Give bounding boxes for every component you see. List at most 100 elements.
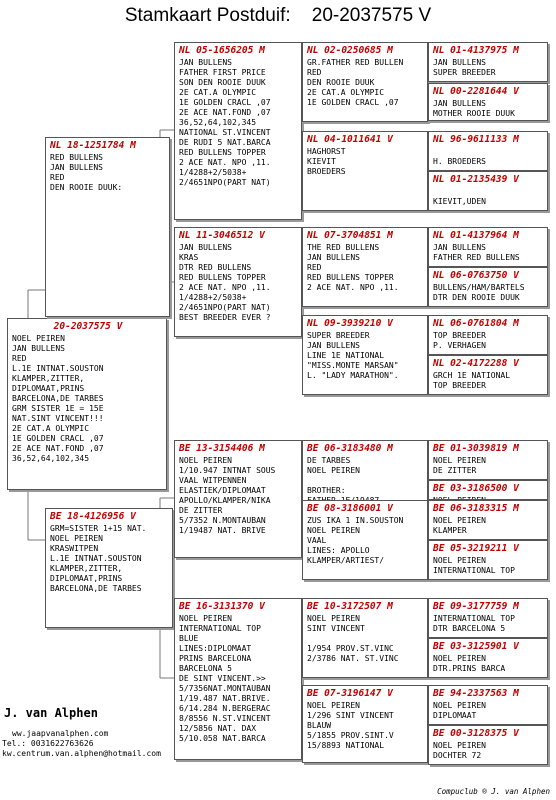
detail-line: RED BULLENS TOPPER (179, 148, 266, 157)
ring-number: BE 16-3131370 V (179, 601, 265, 612)
detail-line: SUPER BREEDER (307, 331, 370, 340)
detail-line: NAT.SINT VINCENT!!! (12, 414, 104, 423)
detail-line: ​ (307, 634, 425, 644)
detail-line: JAN BULLENS (50, 163, 103, 172)
pigeon-card-gg-grandparent[interactable]: NL 01-2135439 V​KIEVIT,UDEN (428, 171, 548, 211)
detail-line: NOEL PEIREN (433, 701, 486, 710)
pigeon-details: ​H. BROEDERS (433, 147, 545, 167)
detail-line: ​ (307, 476, 425, 486)
detail-line: FATHER FIRST PRICE (179, 68, 266, 77)
title-label: Stamkaart Postduif: (124, 5, 291, 26)
detail-line: JAN BULLENS (433, 58, 486, 67)
ring-number: BE 06-3183315 M (433, 503, 519, 514)
owner-phone: Tel.: 0031622763626 (2, 739, 94, 748)
detail-line: HAGHORST (307, 147, 346, 156)
detail-line: NOEL PEIREN (433, 456, 486, 465)
detail-line: JAN BULLENS (12, 344, 65, 353)
detail-line: 2/4651NPO(PART NAT) (179, 178, 271, 187)
detail-line: 8/8556 N.ST.VINCENT (179, 714, 271, 723)
detail-line: LINE 1E NATIONAL (307, 351, 385, 360)
detail-line: 1/19487 NAT. BRIVE (179, 526, 266, 535)
detail-line: JAN BULLENS (179, 58, 232, 67)
detail-line: 2E CAT.A OLYMPIC (307, 88, 385, 97)
detail-line: DE ZITTER (433, 466, 477, 475)
detail-line: JAN BULLENS (307, 253, 360, 262)
ring-number: NL 02-0250685 M (307, 45, 393, 56)
detail-line: RED BULLENS (50, 153, 103, 162)
detail-line: NOEL PEIREN (307, 614, 360, 623)
owner-email[interactable]: kw.centrum.van.alphen@hotmail.com (2, 749, 161, 758)
detail-line: 2/4651NPO(PART NAT) (179, 303, 271, 312)
detail-line: BROTHER: (307, 486, 346, 495)
detail-line: L. "LADY MARATHON". (307, 371, 399, 380)
detail-line: KLAMPER (433, 526, 467, 535)
detail-line: NOEL PEIREN (433, 741, 486, 750)
detail-line: NOEL PEIREN (433, 654, 486, 663)
detail-line: BARCELONA 5 (179, 664, 232, 673)
detail-line: SUPER BREEDER (433, 68, 496, 77)
detail-line: 2/3786 NAT. ST.VINC (307, 654, 399, 663)
detail-line: DEN ROOIE DUUK (307, 78, 375, 87)
detail-line: NOEL PEIREN (433, 516, 486, 525)
detail-line: BLUE (179, 634, 199, 643)
ring-number: NL 02-4172288 V (433, 358, 519, 369)
detail-line: NOEL PEIREN (307, 526, 360, 535)
detail-line: 12/5856 NAT. DAX (179, 724, 257, 733)
detail-line: DIPLOMAAT,PRINS (50, 574, 123, 583)
detail-line: KRASWITPEN (50, 544, 99, 553)
detail-line: BARCELONA,DE TARBES (12, 394, 104, 403)
ring-number: BE 01-3039819 M (433, 443, 519, 454)
ring-number: BE 10-3172507 M (307, 601, 393, 612)
detail-line: GRCH 1E NATIONAL (433, 371, 511, 380)
detail-line: 1E GOLDEN CRACL ,07 (307, 98, 399, 107)
detail-line: 1/954 PROV.ST.VINC (307, 644, 394, 653)
ring-number: BE 07-3196147 V (307, 688, 393, 699)
detail-line: NOEL PEIREN (12, 334, 65, 343)
detail-line: DTR DEN ROOIE DUUK (433, 293, 520, 302)
detail-line: "MISS.MONTE MARSAN" (307, 361, 399, 370)
ring-number: NL 01-4137975 M (433, 45, 519, 56)
detail-line: ZUS IKA 1 IN.SOUSTON (307, 516, 404, 525)
pigeon-card-gg-grandparent[interactable]: NL 96-9611133 M​H. BROEDERS (428, 131, 548, 171)
detail-line: RED BULLENS TOPPER (307, 273, 394, 282)
